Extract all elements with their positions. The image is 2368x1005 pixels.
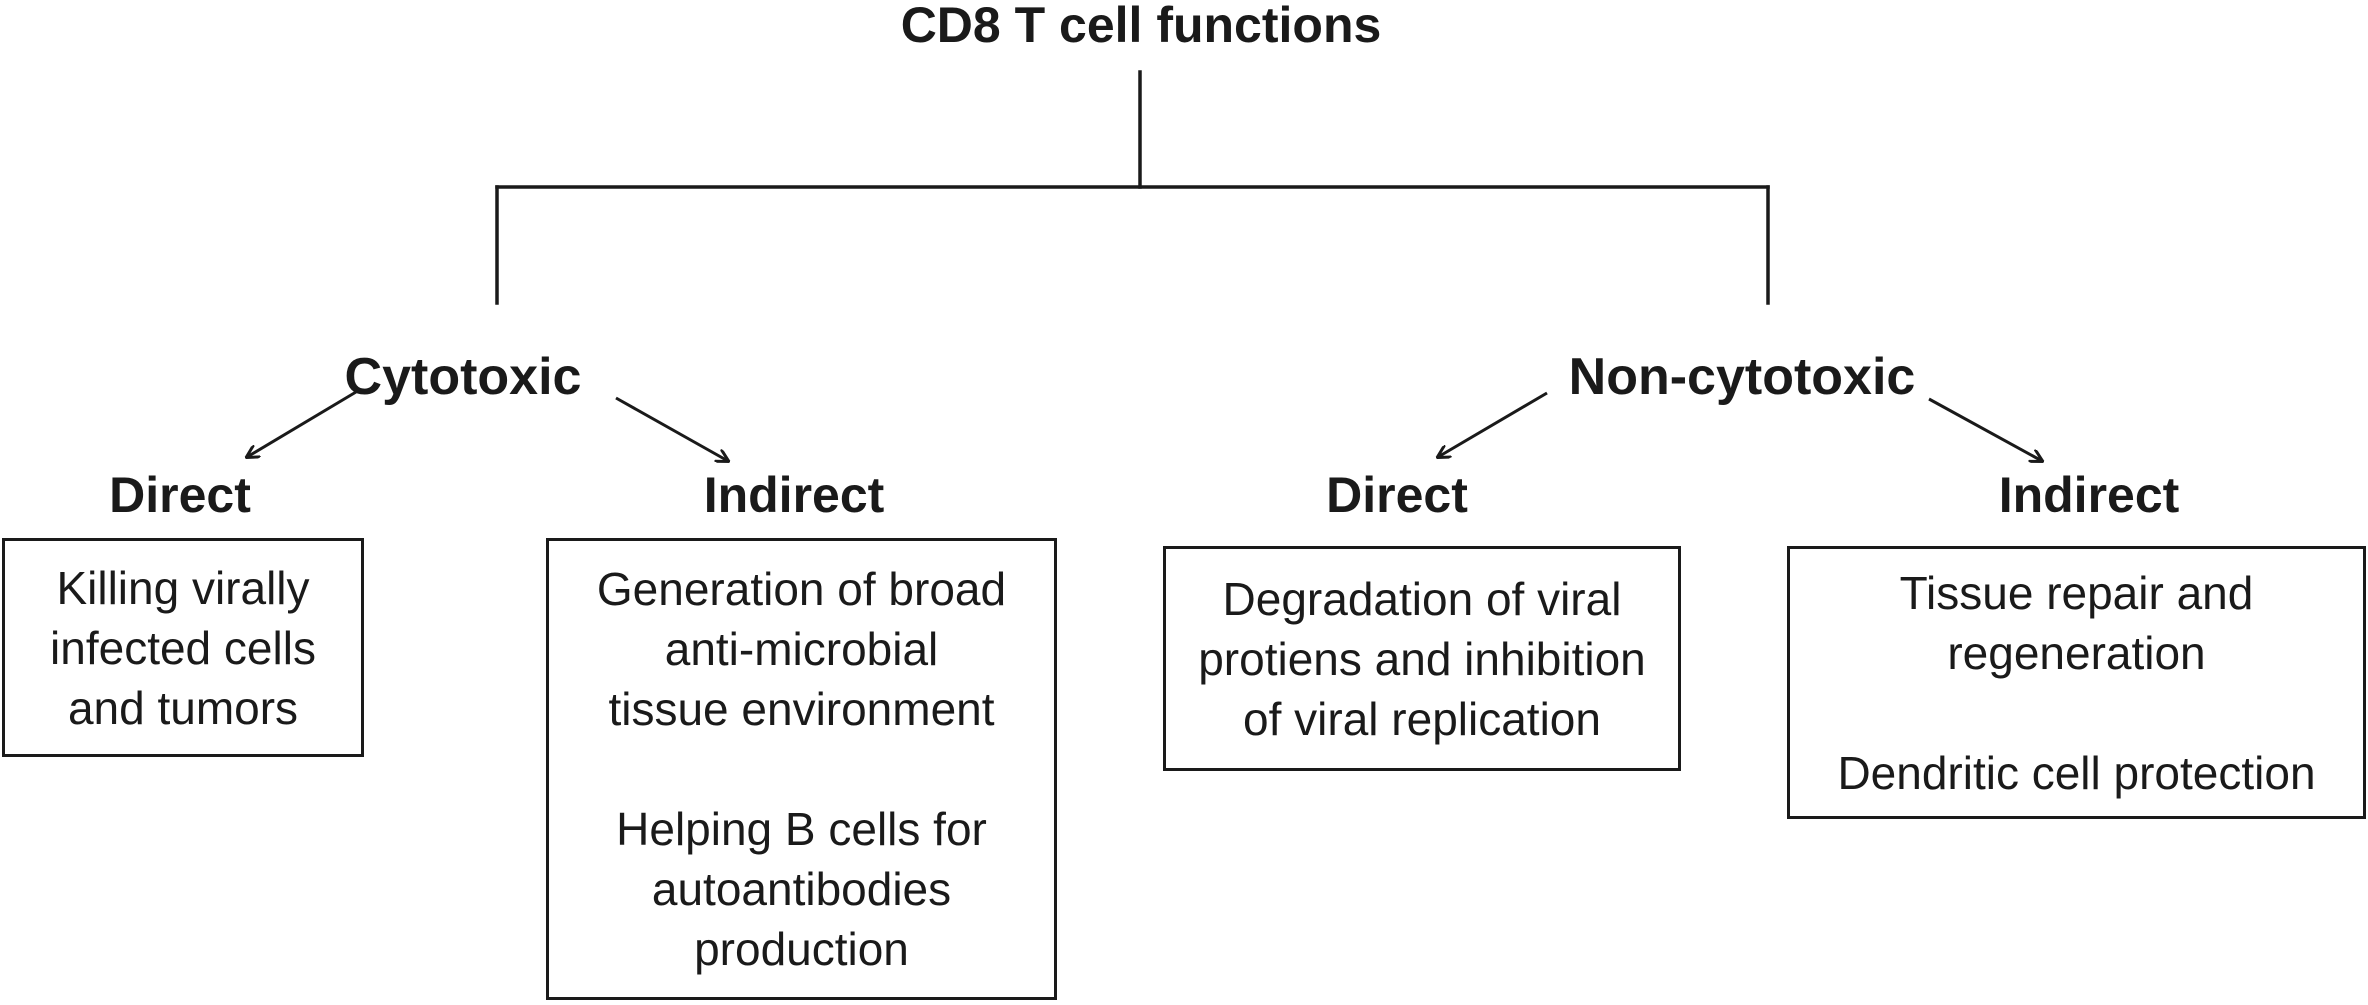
box-line: Tissue repair and bbox=[1899, 566, 2254, 619]
noncytotoxic-indirect-label: Indirect bbox=[1998, 467, 2180, 523]
branch-cytotoxic-label: Cytotoxic bbox=[344, 348, 582, 406]
box-line: of viral replication bbox=[1243, 692, 1601, 745]
box-line: regeneration bbox=[1947, 626, 2206, 679]
noncytotoxic-direct-label: Direct bbox=[1326, 467, 1468, 523]
arrow-cytotoxic-direct bbox=[247, 390, 357, 457]
box-line: Dendritic cell protection bbox=[1837, 746, 2316, 799]
diagram-title: CD8 T cell functions bbox=[900, 0, 1382, 53]
box-line: production bbox=[694, 923, 909, 975]
box-line: Generation of broad bbox=[596, 563, 1007, 615]
noncytotoxic-indirect-box: Tissue repair and regeneration Dendritic… bbox=[1787, 546, 2366, 819]
box-line: infected cells bbox=[50, 621, 316, 674]
arrow-noncytotoxic-direct bbox=[1438, 391, 1548, 457]
box-line: anti-microbial bbox=[664, 623, 939, 675]
cytotoxic-indirect-label: Indirect bbox=[703, 467, 885, 523]
cytotoxic-indirect-box: Generation of broad anti-microbial tissu… bbox=[546, 538, 1057, 1000]
cytotoxic-direct-box: Killing virally infected cells and tumor… bbox=[2, 538, 364, 757]
box-line: Killing virally bbox=[56, 561, 310, 614]
cytotoxic-direct-label: Direct bbox=[109, 467, 251, 523]
box-line: autoantibodies bbox=[651, 863, 952, 915]
box-line: Helping B cells for bbox=[616, 803, 987, 855]
box-line: tissue environment bbox=[608, 683, 995, 735]
box-line: and tumors bbox=[67, 681, 299, 734]
branch-noncytotoxic-label: Non-cytotoxic bbox=[1568, 348, 1916, 406]
arrow-noncytotoxic-indirect bbox=[1928, 397, 2042, 461]
box-line: Degradation of viral bbox=[1222, 572, 1622, 625]
arrow-cytotoxic-indirect bbox=[615, 396, 728, 461]
box-line: protiens and inhibition bbox=[1198, 632, 1646, 685]
noncytotoxic-direct-box: Degradation of viral protiens and inhibi… bbox=[1163, 546, 1681, 771]
